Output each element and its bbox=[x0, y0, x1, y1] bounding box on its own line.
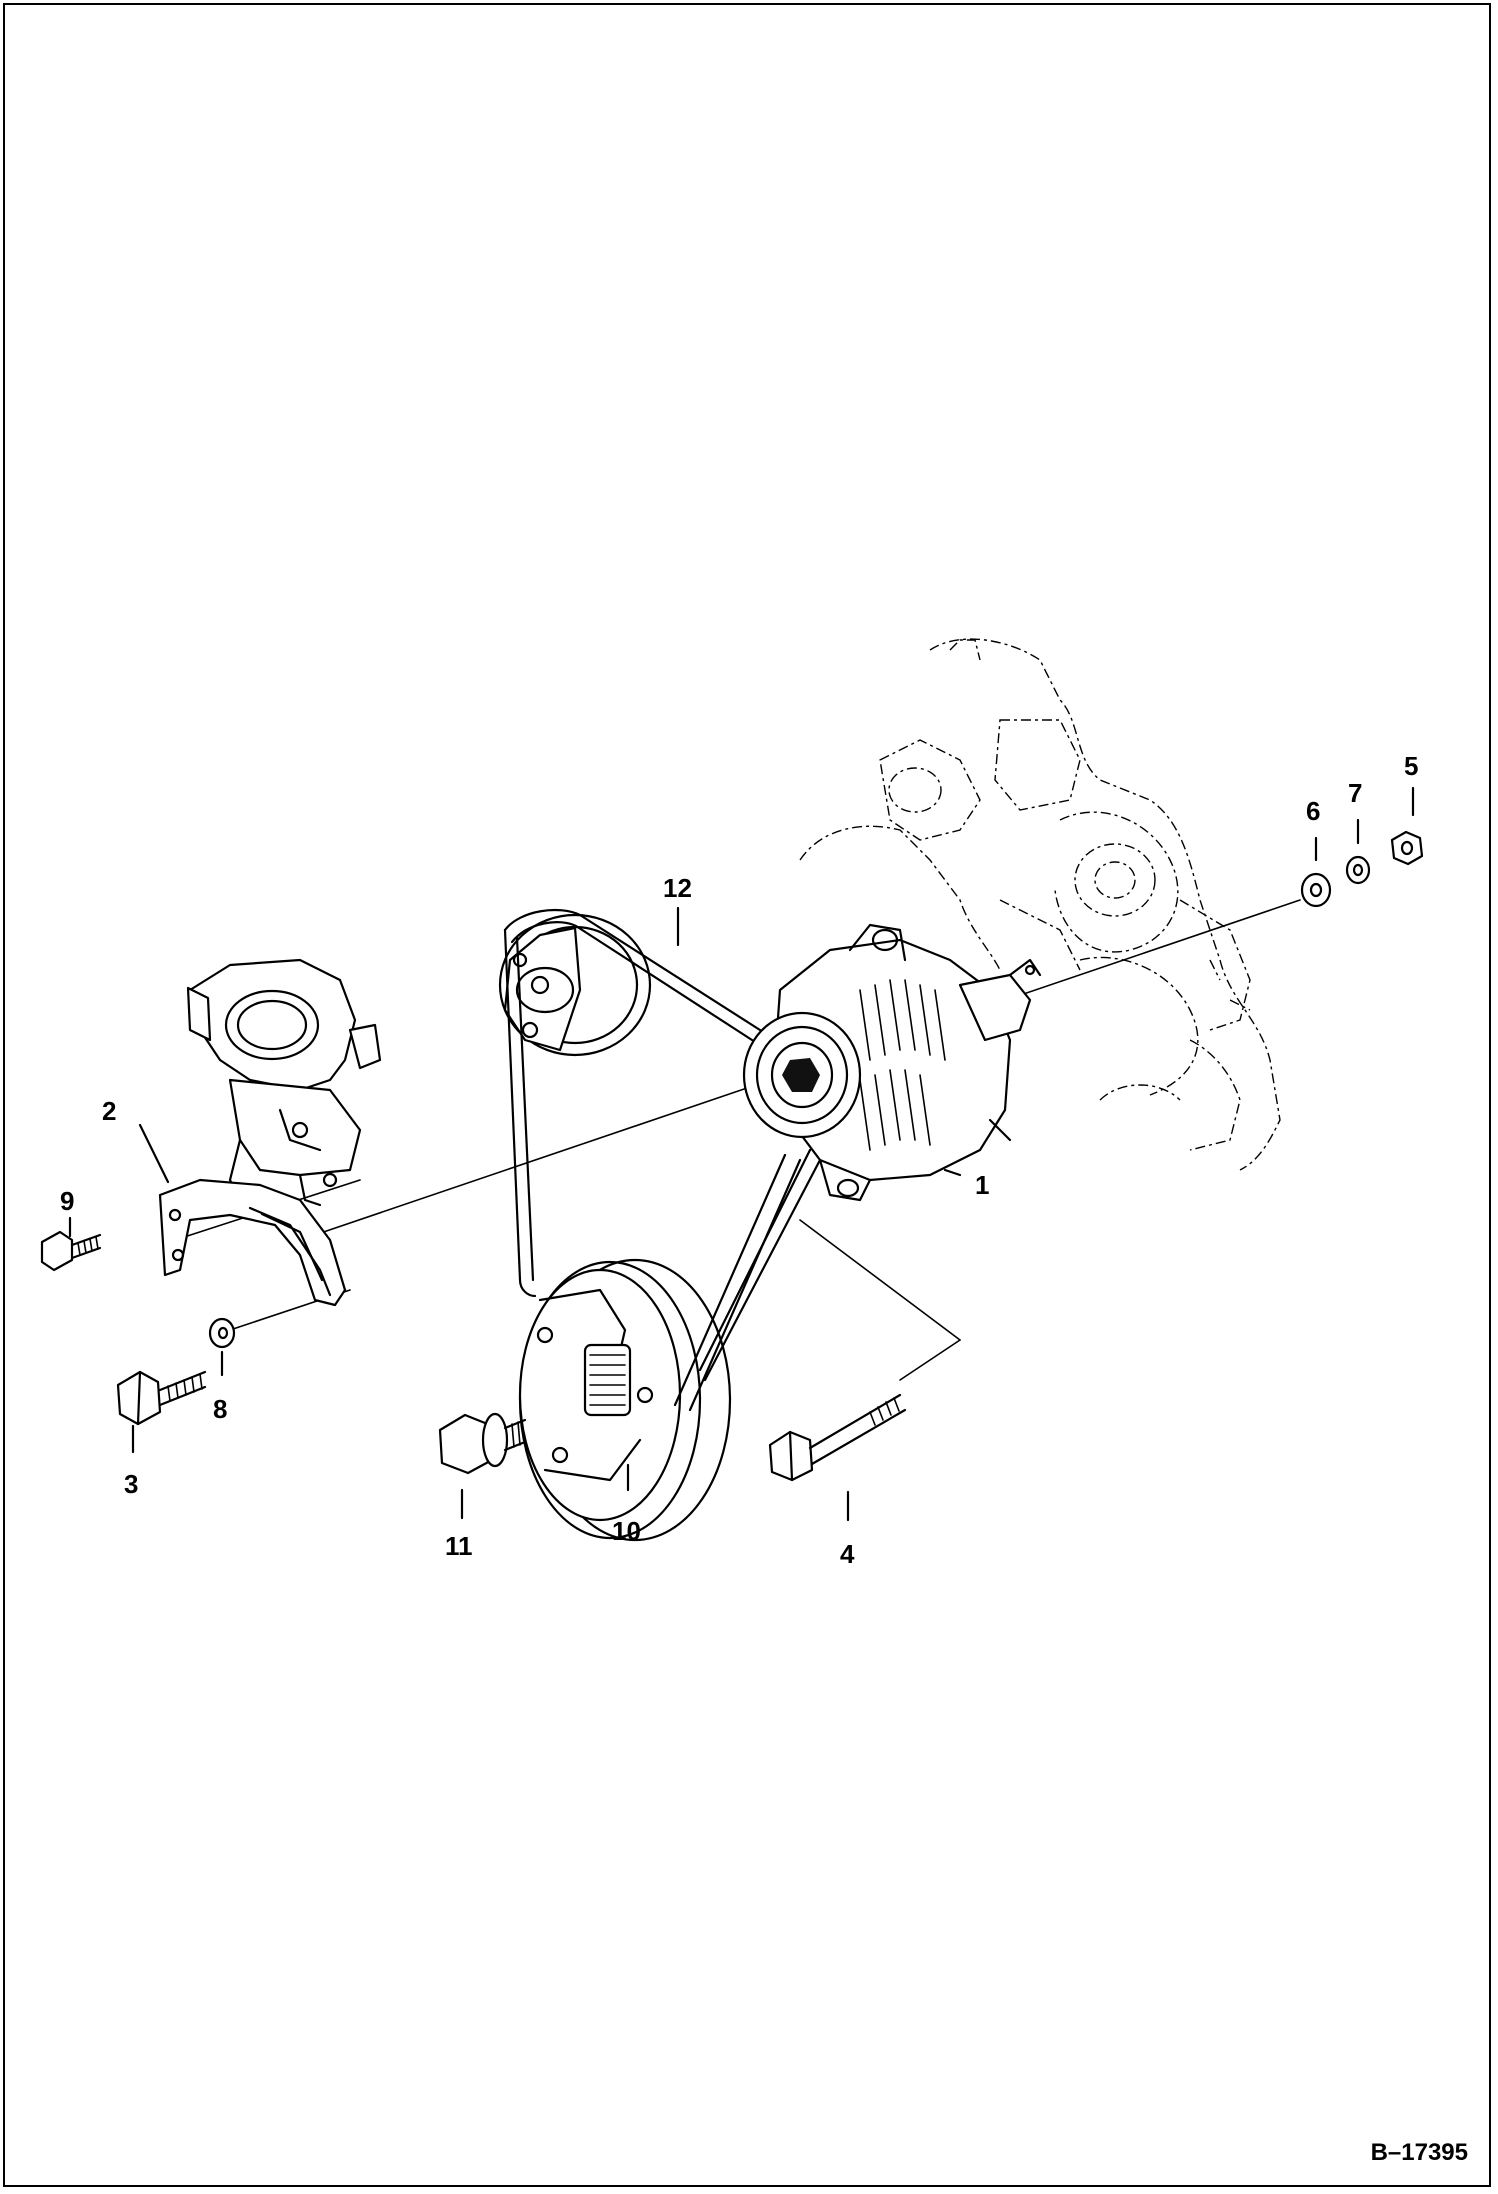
alternator bbox=[742, 923, 1042, 1202]
water-pump-housing bbox=[186, 958, 382, 1207]
callout-11: 11 bbox=[445, 1531, 473, 1561]
washer-item-6 bbox=[1300, 872, 1332, 908]
callout-4: 4 bbox=[840, 1539, 855, 1569]
callout-2: 2 bbox=[102, 1096, 116, 1126]
callout-6: 6 bbox=[1306, 796, 1320, 826]
callout-9: 9 bbox=[60, 1186, 74, 1216]
crank-pulley bbox=[518, 1258, 732, 1542]
lock-washer-item-7 bbox=[1345, 855, 1371, 885]
callout-1: 1 bbox=[975, 1170, 989, 1200]
figure-id: B–17395 bbox=[1371, 2139, 1468, 2166]
bolt-item-3 bbox=[116, 1370, 207, 1426]
flange-bolt-item-11 bbox=[438, 1412, 527, 1475]
callout-10: 10 bbox=[612, 1516, 641, 1546]
callout-7: 7 bbox=[1348, 778, 1362, 808]
diagram-frame bbox=[3, 3, 1491, 2187]
engine-block-outline bbox=[799, 638, 1281, 1171]
bolt-item-4 bbox=[768, 1393, 907, 1482]
leader-lines bbox=[68, 786, 1415, 1522]
callout-12: 12 bbox=[663, 873, 692, 903]
bolt-item-9 bbox=[40, 1230, 102, 1272]
callout-3: 3 bbox=[124, 1469, 138, 1499]
washer-item-8 bbox=[208, 1317, 236, 1349]
adjusting-bracket bbox=[158, 1178, 347, 1307]
callout-8: 8 bbox=[213, 1394, 227, 1424]
nut-item-5 bbox=[1390, 830, 1424, 866]
callout-5: 5 bbox=[1404, 751, 1418, 781]
v-belt bbox=[503, 908, 822, 1412]
